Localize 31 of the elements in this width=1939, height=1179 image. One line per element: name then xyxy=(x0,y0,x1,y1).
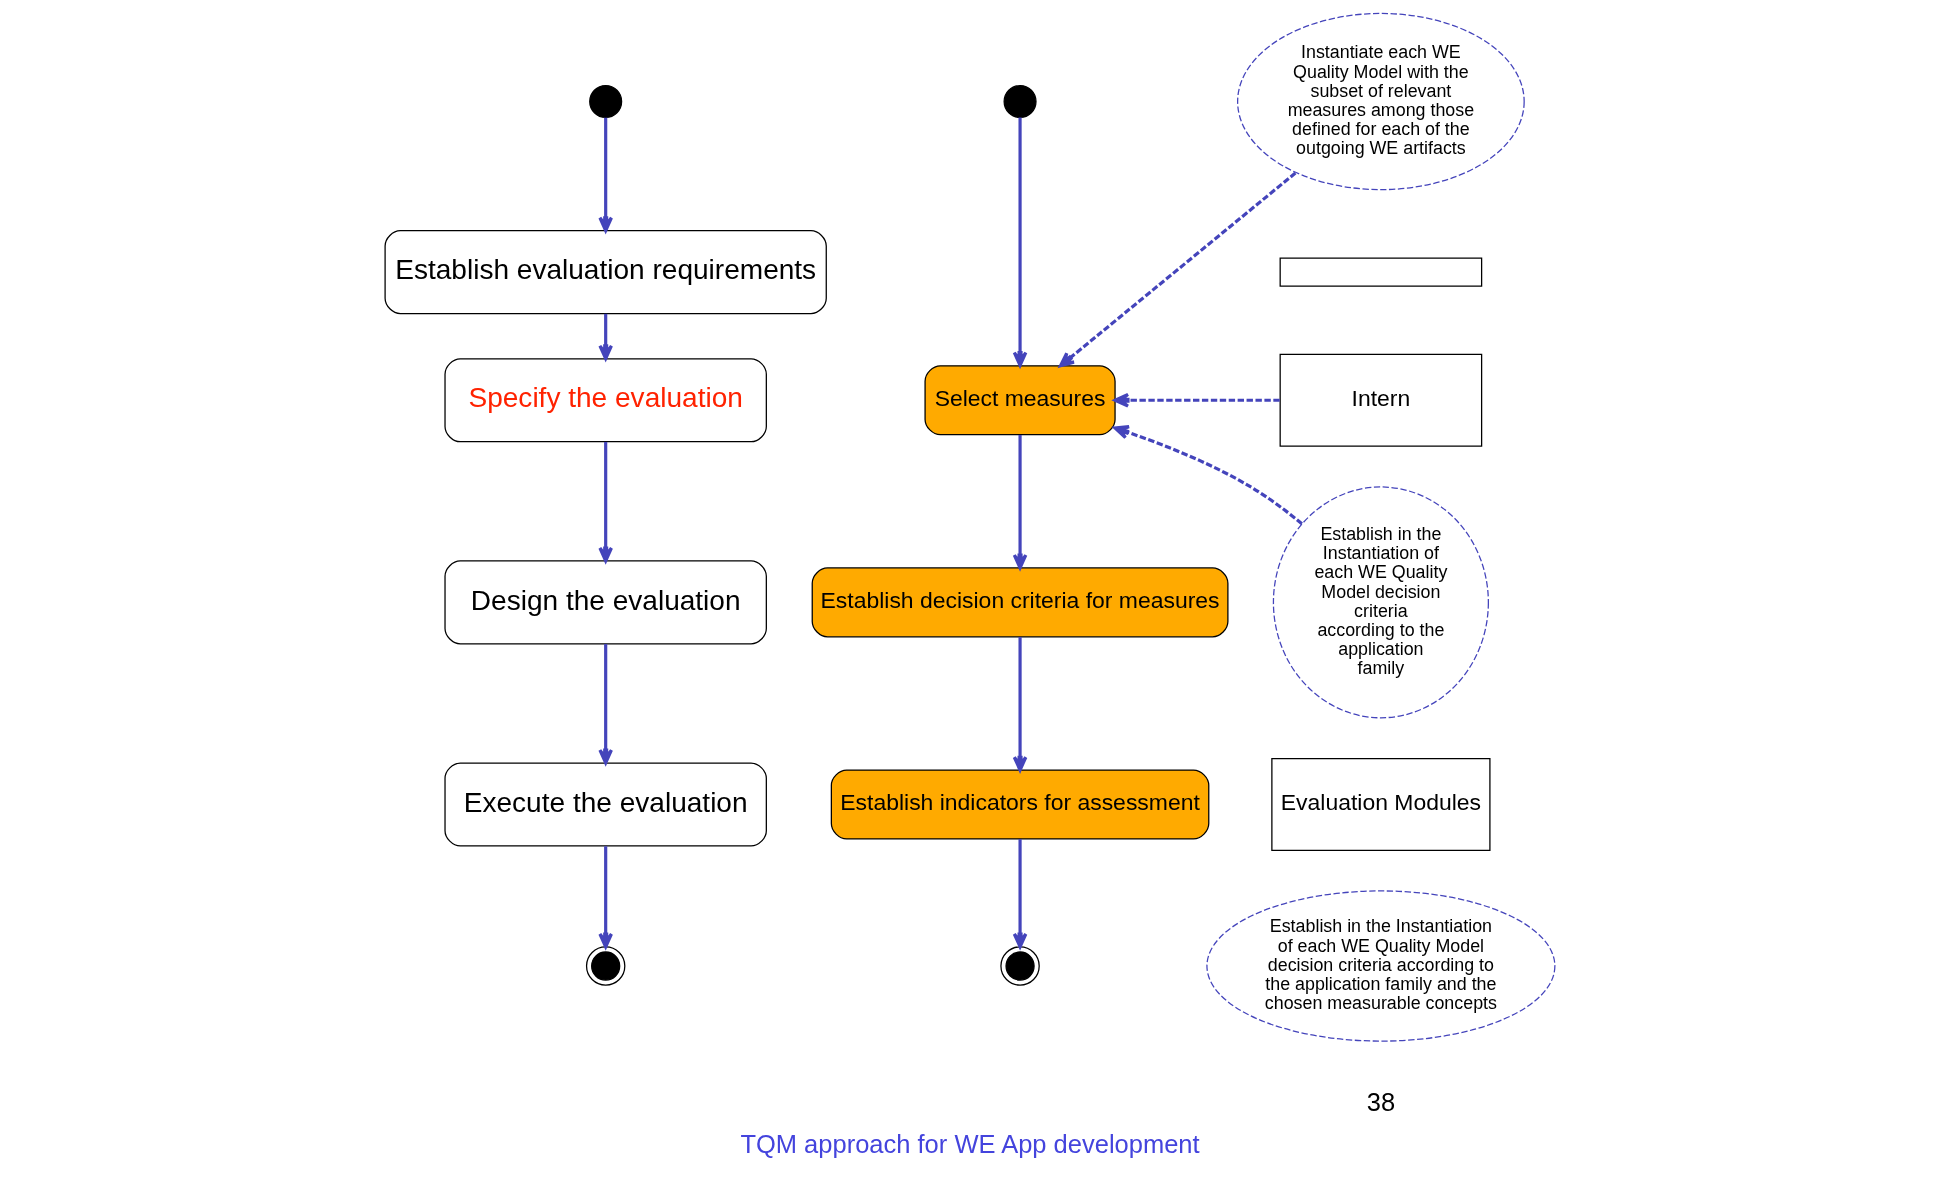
node-box: Design the evaluation xyxy=(443,560,767,645)
caption: TQM approach for WE App development xyxy=(739,1130,1200,1159)
node-circle: Establish in the Instantiation of each WE Quality Model decision criteria according to the application family xyxy=(1272,486,1489,719)
arrow xyxy=(597,846,613,949)
node-box: Establish decision criteria for measures xyxy=(811,567,1229,638)
arrow xyxy=(597,441,613,563)
node-box: Establish indicators for assessment xyxy=(830,769,1209,840)
node-circle xyxy=(588,84,622,119)
node-box: Execute the evaluation xyxy=(443,762,767,847)
node-circle xyxy=(999,946,1040,986)
node-ellipse: Establish in the Instantiation of each WE Quality Model decision criteria according to the application family and the chosen measurable concepts xyxy=(1205,890,1555,1042)
arrow xyxy=(1012,117,1027,368)
node-box: Select measures xyxy=(923,365,1116,436)
arrow xyxy=(1012,839,1027,949)
arrow xyxy=(597,117,613,233)
arrow xyxy=(1012,434,1027,570)
arrow xyxy=(1113,392,1280,408)
node-box: Establish evaluation requirements xyxy=(383,230,827,315)
label: 38 xyxy=(1366,1087,1395,1116)
arrow xyxy=(597,313,613,361)
node-circle xyxy=(1003,84,1037,119)
arrow xyxy=(1113,425,1303,525)
arrow xyxy=(1012,637,1027,772)
node-ellipse: Instantiate each WE Quality Model with the subset of relevant measures among those defined for each of the outgoing WE artifacts xyxy=(1236,12,1525,191)
node-box: Evaluation Modules xyxy=(1270,757,1491,852)
node-box xyxy=(1279,257,1482,287)
arrow xyxy=(597,644,613,765)
arrow xyxy=(1058,171,1296,368)
node-circle xyxy=(585,946,625,986)
node-box: Intern xyxy=(1279,353,1482,447)
node-box: Specify the evaluation xyxy=(443,358,767,443)
